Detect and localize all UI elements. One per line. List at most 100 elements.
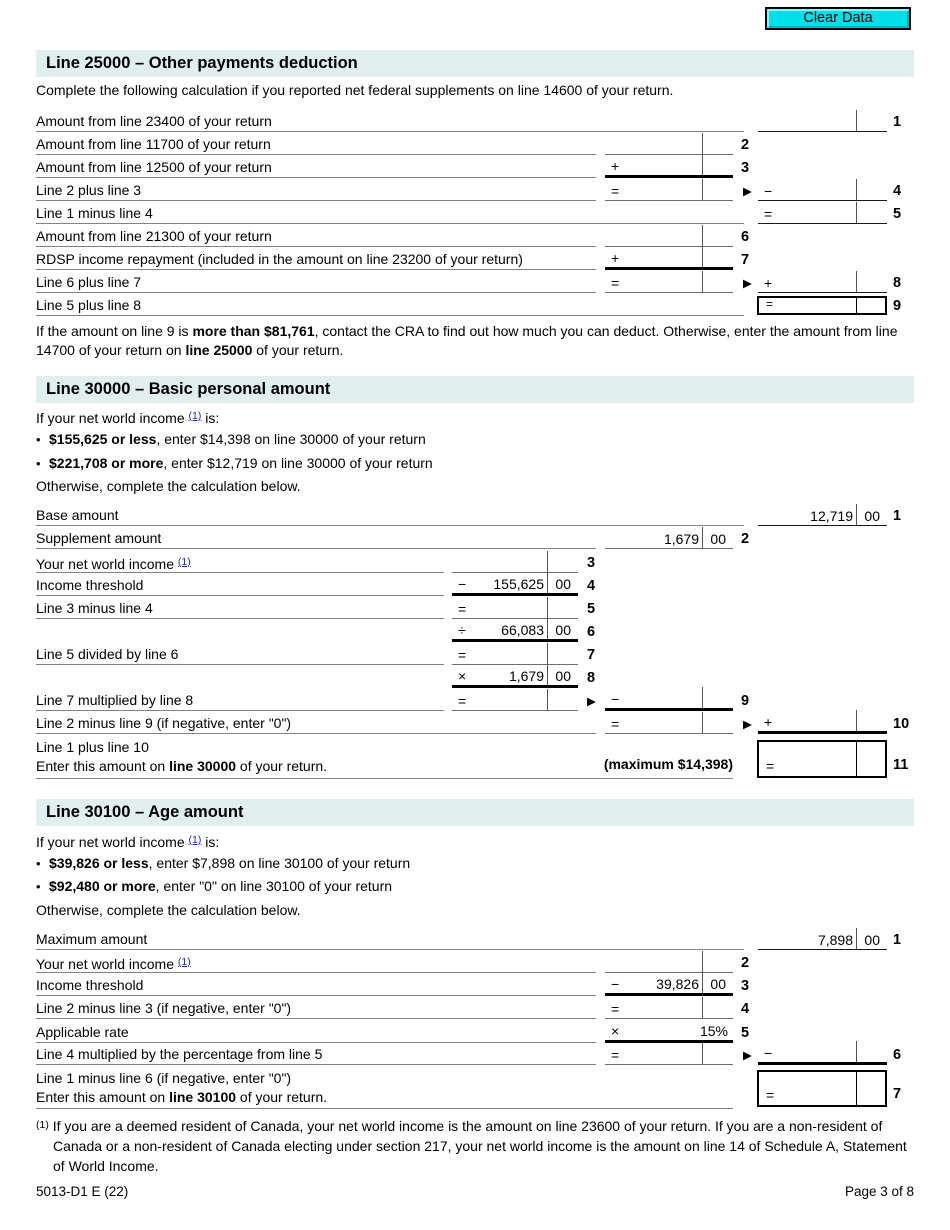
line-number: 7	[893, 1086, 902, 1102]
footnote-link-1[interactable]: (1)	[188, 834, 202, 846]
clear-data-button[interactable]: Clear Data	[765, 7, 911, 30]
result-field[interactable]: =	[758, 202, 887, 224]
cents-divider	[547, 689, 548, 710]
cents-divider	[855, 298, 857, 313]
amount-input[interactable]	[605, 951, 733, 973]
operator-sign: −	[764, 183, 773, 199]
cents-value: 00	[864, 508, 880, 524]
result-field[interactable]: =	[452, 689, 578, 711]
result-field[interactable]: =	[452, 597, 578, 619]
otherwise-text: Otherwise, complete the calculation belo…	[36, 478, 301, 494]
row-label: Line 7 multiplied by line 8	[36, 688, 444, 711]
line-number: 3	[741, 160, 750, 176]
calc-row-s2-8: × 1,679 00 8	[0, 664, 950, 688]
row-label: Maximum amount	[36, 927, 744, 950]
operator-sign: =	[611, 716, 620, 732]
cents-divider	[547, 643, 548, 664]
total-box-line-7[interactable]: =	[757, 1070, 887, 1107]
line-number: 5	[587, 601, 596, 617]
calc-row-s1-9: Line 5 plus line 8 9	[0, 293, 950, 316]
amount-input[interactable]: +	[758, 271, 887, 293]
amount-value: 1,679	[663, 531, 699, 547]
preprinted-amount: 12,719 00	[758, 504, 887, 526]
total-box-line-9[interactable]: =	[757, 296, 887, 315]
row-label: Line 2 minus line 9 (if negative, enter …	[36, 711, 596, 734]
calc-row-s3-7-label: Line 1 minus line 6 (if negative, enter …	[36, 1068, 733, 1109]
line-number: 8	[893, 275, 902, 291]
calc-row-s1-2: Amount from line 11700 of your return 2	[0, 132, 950, 155]
cents-divider	[702, 246, 703, 267]
row-label: Applicable rate	[36, 1020, 596, 1043]
calc-row-s2-6: ÷ 66,083 00 6	[0, 618, 950, 642]
calc-row-s2-5: Line 3 minus line 4 = 5	[0, 596, 950, 619]
amount-input[interactable]	[605, 225, 733, 247]
row-label: Line 5 divided by line 6	[36, 642, 444, 665]
footnote-link-1[interactable]: (1)	[177, 556, 191, 568]
cents-divider	[856, 1041, 857, 1062]
cents-divider	[856, 271, 857, 292]
cents-divider	[702, 687, 703, 708]
cents-value: 00	[710, 976, 726, 992]
footnote-link-1[interactable]: (1)	[188, 410, 202, 422]
result-field[interactable]: =	[452, 643, 578, 665]
amount-input[interactable]: −	[758, 1041, 887, 1065]
calc-row-s1-4: Line 2 plus line 3 = ▶ − 4	[0, 178, 950, 201]
line-number: 1	[893, 114, 902, 130]
row-label: Your net world income (1)	[36, 950, 596, 973]
cents-divider	[856, 202, 857, 223]
cents-divider	[702, 179, 703, 200]
calc-row-s1-7: RDSP income repayment (included in the a…	[0, 246, 950, 270]
calc-row-s2-2: Supplement amount 1,679 00 2	[0, 526, 950, 549]
section-outro: If the amount on line 9 is more than $81…	[36, 323, 898, 358]
bullet-icon: •	[36, 879, 41, 894]
otherwise-text: Otherwise, complete the calculation belo…	[36, 902, 301, 918]
calc-row-s1-3: Amount from line 12500 of your return + …	[0, 154, 950, 178]
operator-sign: ×	[611, 1023, 620, 1039]
cents-divider	[702, 951, 703, 972]
row-label: Line 3 minus line 4	[36, 596, 444, 619]
amount-input[interactable]	[758, 110, 887, 132]
line-number: 2	[741, 137, 750, 153]
amount-input[interactable]	[605, 133, 733, 155]
footnote-link-1[interactable]: (1)	[177, 956, 191, 968]
bullet-icon: •	[36, 856, 41, 871]
calc-row-s3-2: Your net world income (1) 2	[0, 950, 950, 973]
result-field[interactable]: =	[605, 1043, 733, 1065]
amount-input[interactable]	[452, 551, 578, 573]
bullet-item: •$155,625 or less, enter $14,398 on line…	[36, 431, 426, 447]
calc-row-s2-1: Base amount 12,719 00 1	[0, 503, 950, 526]
row-label: Line 2 minus line 3 (if negative, enter …	[36, 996, 596, 1019]
amount-value: 66,083	[501, 622, 544, 638]
result-field[interactable]: =	[605, 997, 733, 1019]
amount-input[interactable]: −	[605, 687, 733, 711]
row-label: Income threshold	[36, 573, 444, 596]
arrow-right-icon: ▶	[743, 719, 752, 731]
operator-sign: ×	[458, 668, 467, 684]
amount-input[interactable]: +	[758, 710, 887, 734]
cents-divider	[856, 928, 857, 949]
line-number: 3	[587, 555, 596, 571]
total-box-line-11[interactable]: =	[757, 740, 887, 778]
amount-input[interactable]: +	[605, 246, 733, 270]
amount-input[interactable]: +	[605, 154, 733, 178]
row-label: Your net world income (1)	[36, 550, 444, 573]
result-field[interactable]: =	[605, 712, 733, 734]
amount-input[interactable]: −	[758, 179, 887, 201]
result-field[interactable]: =	[605, 179, 733, 201]
operator-sign: −	[458, 576, 467, 592]
line-number: 3	[741, 978, 750, 994]
line-number: 10	[893, 716, 910, 732]
calc-row-s2-4: Income threshold − 155,625 00 4	[0, 572, 950, 596]
operator-sign: +	[611, 250, 620, 266]
operator-sign: =	[764, 206, 773, 222]
operator-sign: =	[611, 275, 620, 291]
cents-divider	[547, 551, 548, 572]
row-label: Amount from line 21300 of your return	[36, 224, 596, 247]
operator-sign: =	[611, 1047, 620, 1063]
row-label: Line 5 plus line 8	[36, 293, 744, 316]
maximum-note: (maximum $14,398)	[603, 756, 733, 772]
operator-sign: +	[764, 714, 773, 730]
line-number: 1	[893, 508, 902, 524]
result-field[interactable]: =	[605, 271, 733, 293]
line-number: 5	[741, 1025, 750, 1041]
